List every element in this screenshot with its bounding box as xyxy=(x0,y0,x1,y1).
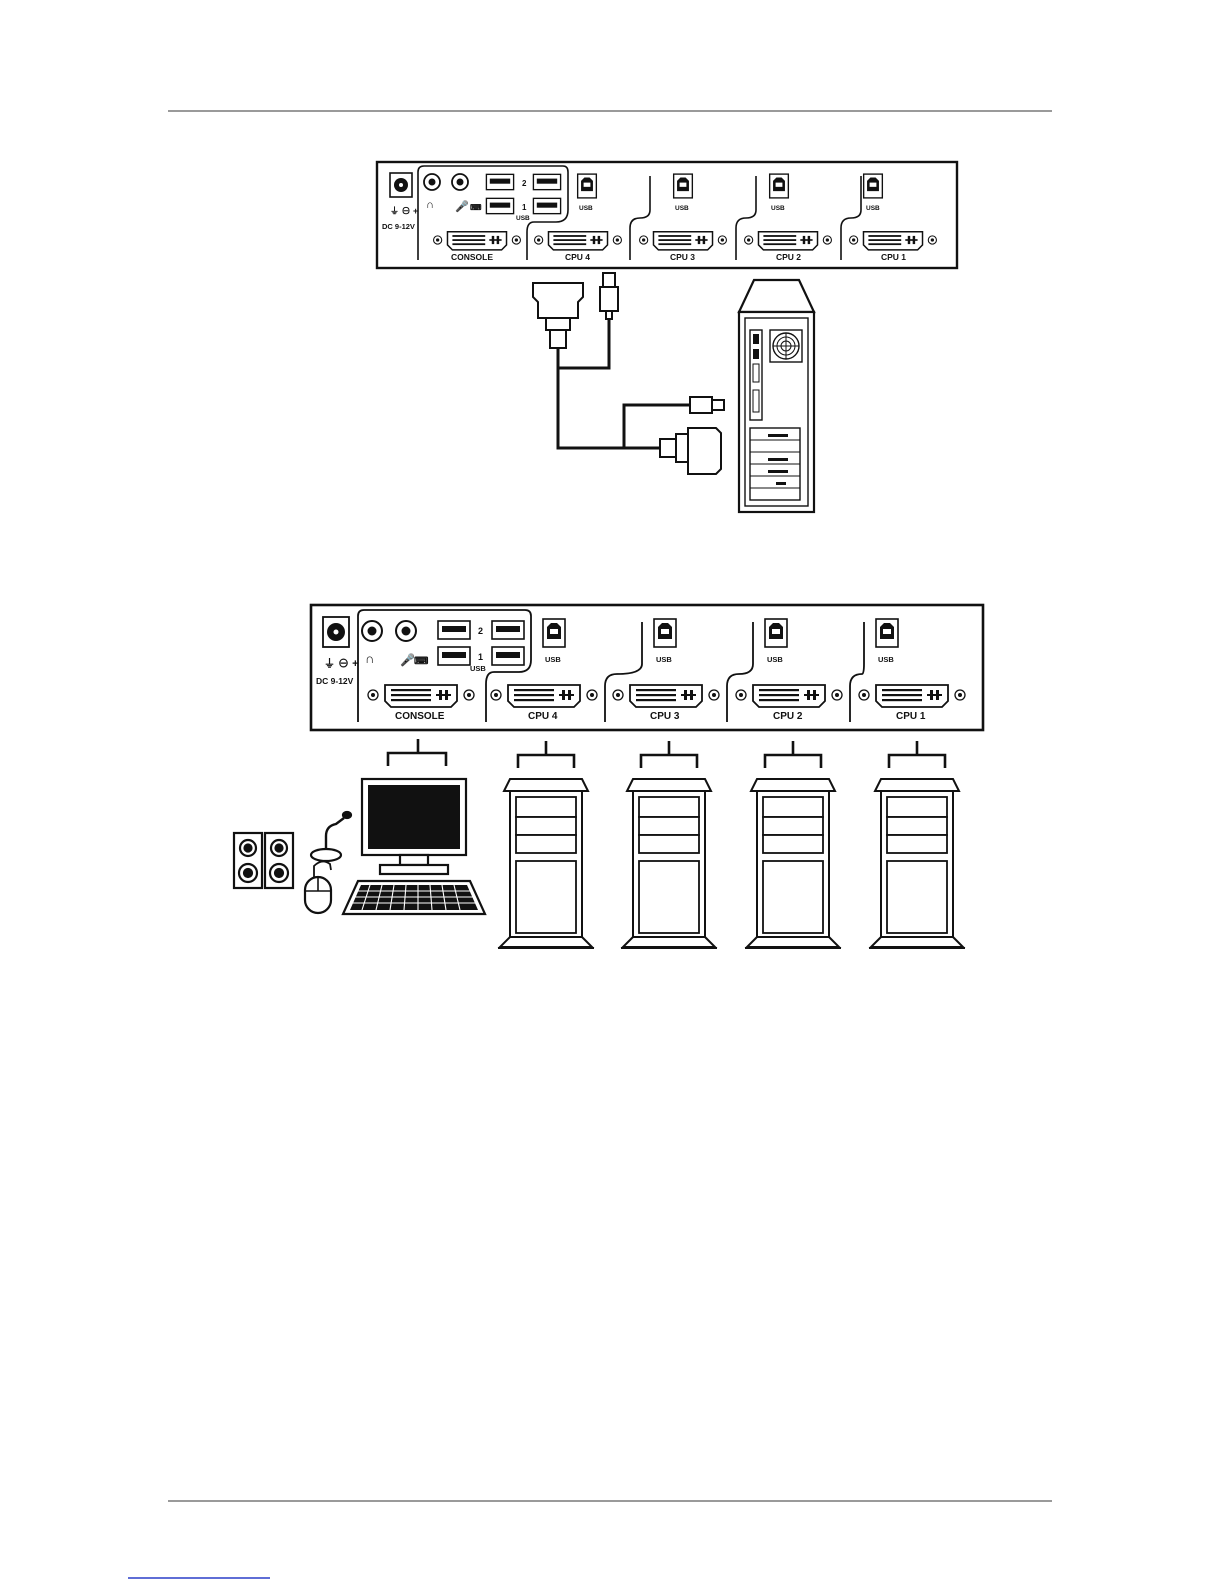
console-usb-label: USB xyxy=(516,215,530,222)
cpu4-label: CPU 4 xyxy=(528,711,558,722)
cpu2-usb-port xyxy=(770,174,789,198)
headphone-icon: ∩ xyxy=(426,199,434,211)
cpu1-usb-label: USB xyxy=(878,655,894,664)
computer-tower-cpu3 xyxy=(621,779,717,948)
cpu1-usb-label: USB xyxy=(866,205,880,212)
cpu4-usb-label: USB xyxy=(545,655,561,664)
cpu2-label: CPU 2 xyxy=(773,711,803,722)
cpu3-usb-label: USB xyxy=(675,205,689,212)
cpu3-label: CPU 3 xyxy=(650,711,680,722)
cpu3-usb-port xyxy=(654,619,676,647)
keyboard-mouse-icon: ⌨ xyxy=(470,203,482,212)
cpu1-label: CPU 1 xyxy=(881,252,906,262)
keyboard-mouse-icon: ⌨ xyxy=(414,656,429,667)
console-usb-a-1-right xyxy=(492,647,524,665)
cpu1-label: CPU 1 xyxy=(896,711,926,722)
console-usb-a-2-right xyxy=(533,174,560,189)
cpu2-usb-port xyxy=(765,619,787,647)
console-usb-a-1-left xyxy=(438,647,470,665)
console-usb-a-2-left xyxy=(438,621,470,639)
port-1-label: 1 xyxy=(478,652,483,662)
power-label: DC 9-12V xyxy=(382,222,415,231)
cpu3-usb-label: USB xyxy=(656,655,672,664)
cpu3-label: CPU 3 xyxy=(670,252,695,262)
console-usb-a-1-left xyxy=(486,198,513,213)
console-usb-a-2-right xyxy=(492,621,524,639)
port-1-label: 1 xyxy=(522,203,527,212)
cpu4-usb-label: USB xyxy=(579,205,593,212)
computer-tower-cpu1 xyxy=(869,779,965,948)
cpu4-label: CPU 4 xyxy=(565,252,590,262)
cpu3-usb-port xyxy=(674,174,693,198)
cpu2-usb-label: USB xyxy=(767,655,783,664)
port-2-label: 2 xyxy=(522,179,527,188)
microphone-icon: 🎤 xyxy=(400,652,415,667)
headphone-icon: ∩ xyxy=(365,651,374,666)
cpu4-usb-port xyxy=(543,619,565,647)
power-label: DC 9-12V xyxy=(316,676,354,686)
console-usb-a-2-left xyxy=(486,174,513,189)
keyboard-icon xyxy=(343,881,485,914)
monitor-icon xyxy=(362,779,466,874)
console-label: CONSOLE xyxy=(395,711,445,722)
speakers-icon xyxy=(234,833,293,888)
computer-tower-top xyxy=(739,280,814,512)
port-2-label: 2 xyxy=(478,626,483,636)
cpu-cable-set xyxy=(533,273,724,474)
cpu2-label: CPU 2 xyxy=(776,252,801,262)
kvm-rear-panel-bottom: ⏚ ⊖ + DC 9-12V ∩ 🎤 ⌨ 2 1 USB CONSOLE USB… xyxy=(311,605,983,730)
cpu1-usb-port xyxy=(876,619,898,647)
mouse-icon xyxy=(305,861,331,913)
connection-brackets xyxy=(388,739,945,768)
power-polarity-icon: ⏚ ⊖ + xyxy=(324,657,359,670)
console-devices xyxy=(234,779,485,914)
console-label: CONSOLE xyxy=(451,252,493,262)
microphone-device-icon xyxy=(311,812,351,861)
power-polarity-icon: ⏚ ⊖ + xyxy=(390,206,418,216)
cpu1-usb-port xyxy=(864,174,883,198)
kvm-rear-panel-top: ⏚ ⊖ + DC 9-12V ∩ 🎤 ⌨ 2 1 USB CONSOLE USB… xyxy=(377,162,957,268)
cpu4-usb-port xyxy=(578,174,597,198)
cpu2-usb-label: USB xyxy=(771,205,785,212)
microphone-icon: 🎤 xyxy=(455,199,469,213)
computer-tower-cpu2 xyxy=(745,779,841,948)
console-usb-a-1-right xyxy=(533,198,560,213)
console-usb-label: USB xyxy=(470,664,486,673)
computer-tower-cpu4 xyxy=(498,779,594,948)
